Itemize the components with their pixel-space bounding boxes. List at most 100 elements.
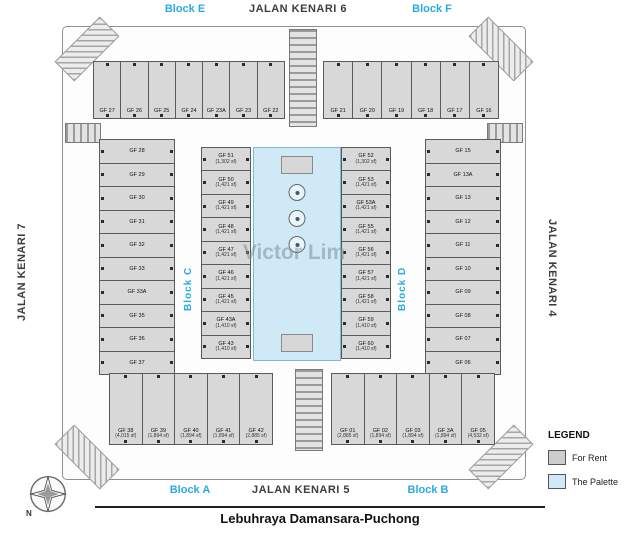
unit-label: GF 30 — [129, 195, 145, 202]
unit: GF 21 — [323, 61, 354, 119]
road-label-jalan-kenari-7: JALAN KENARI 7 — [16, 222, 28, 322]
unit-size: (4,015 sf) — [115, 433, 137, 440]
unit-label: GF 36 — [129, 336, 145, 343]
unit: GF 09 — [425, 281, 501, 305]
unit: GF 12 — [425, 210, 501, 234]
unit: GF 45 (1,421 sf) — [201, 288, 251, 313]
watermark: Victor Lim — [242, 241, 346, 264]
unit-size: (1,894 sf) — [369, 433, 391, 440]
unit-label: GF 03 — [405, 427, 421, 434]
unit-label: GF 38 — [118, 427, 134, 434]
unit-size: (1,894 sf) — [147, 433, 169, 440]
courtyard-structure — [281, 156, 313, 174]
unit-label: GF 12 — [455, 218, 471, 225]
unit: GF 23 — [230, 61, 258, 119]
unit: GF 15 — [425, 139, 501, 164]
unit-label: GF 56 — [358, 246, 374, 253]
legend-item-for-rent: For Rent — [548, 450, 638, 465]
block-a-label: Block A — [169, 484, 211, 496]
unit-label: GF 58 — [358, 293, 374, 300]
unit-size: (1,421 sf) — [355, 205, 377, 212]
unit-label: GF 55 — [358, 223, 374, 230]
unit: GF 37 — [99, 351, 175, 375]
unit-size: (1,421 sf) — [215, 252, 237, 259]
unit-label: GF 16 — [476, 107, 492, 114]
unit: GF 53 (1,421 sf) — [341, 171, 391, 195]
unit: GF 13A — [425, 163, 501, 187]
unit-label: GF 52 — [358, 153, 374, 160]
unit: GF 50 (1,421 sf) — [201, 171, 251, 195]
unit-label: GF 43 — [218, 340, 234, 347]
courtyard-structure — [281, 334, 313, 352]
block-f-units: GF 21 GF 20 GF 19 GF 18 GF 17 — [323, 61, 500, 119]
unit-label: GF 10 — [455, 265, 471, 272]
unit: GF 02 (1,894 sf) — [364, 373, 398, 445]
unit-label: GF 13A — [453, 171, 473, 178]
unit-label: GF 29 — [129, 171, 145, 178]
unit-label: GF 53A — [356, 200, 376, 207]
unit-label: GF 27 — [99, 107, 115, 114]
unit-size: (1,894 sf) — [435, 433, 457, 440]
unit: GF 19 — [382, 61, 412, 119]
unit: GF 51 (1,302 sf) — [201, 147, 251, 172]
block-c-units: GF 51 (1,302 sf) GF 50 (1,421 sf) GF 49 … — [201, 147, 251, 359]
unit: GF 32 — [99, 234, 175, 258]
unit-label: GF 24 — [181, 107, 197, 114]
unit: GF 33A — [99, 281, 175, 305]
road-entry-east — [487, 123, 523, 143]
block-a-units: GF 38 (4,015 sf) GF 39 (1,894 sf) GF 40 … — [109, 373, 273, 445]
unit-label: GF 13 — [455, 195, 471, 202]
unit: GF 08 — [425, 304, 501, 328]
unit: GF 16 — [469, 61, 500, 119]
unit: GF 36 — [99, 328, 175, 352]
unit-label: GF 33 — [129, 265, 145, 272]
unit-label: GF 45 — [218, 293, 234, 300]
unit: GF 17 — [440, 61, 470, 119]
unit-label: GF 08 — [455, 312, 471, 319]
unit: GF 24 — [175, 61, 204, 119]
block-d-units: GF 52 (1,302 sf) GF 53 (1,421 sf) GF 53A… — [341, 147, 391, 359]
highway-divider-line — [95, 506, 545, 508]
north-compass-icon: N — [26, 474, 68, 518]
block-b-units: GF 01 (2,885 sf) GF 02 (1,894 sf) GF 03 … — [331, 373, 495, 445]
unit: GF 55 (1,421 sf) — [341, 218, 391, 242]
unit-size: (1,421 sf) — [215, 181, 237, 188]
unit: GF 20 — [353, 61, 383, 119]
unit-label: GF 42 — [248, 427, 264, 434]
unit: GF 11 — [425, 234, 501, 258]
unit: GF 60 (1,410 sf) — [341, 335, 391, 359]
block-f-label: Block F — [412, 3, 452, 15]
unit-label: GF 50 — [218, 176, 234, 183]
unit-size: (2,885 sf) — [337, 433, 359, 440]
unit: GF 41 (1,894 sf) — [207, 373, 241, 445]
block-e-label: Block E — [164, 3, 206, 15]
unit-size: (1,421 sf) — [215, 275, 237, 282]
unit-label: GF 09 — [455, 289, 471, 296]
unit-size: (1,302 sf) — [215, 158, 237, 165]
unit-size: (1,410 sf) — [355, 322, 377, 329]
unit-label: GF 23A — [206, 107, 226, 114]
unit: GF 33 — [99, 257, 175, 281]
unit: GF 29 — [99, 163, 175, 187]
unit: GF 07 — [425, 328, 501, 352]
unit-size: (4,532 sf) — [467, 433, 489, 440]
legend-title: LEGEND — [548, 430, 590, 441]
unit: GF 52 (1,302 sf) — [341, 147, 391, 172]
unit: GF 56 (1,421 sf) — [341, 241, 391, 266]
unit-size: (1,421 sf) — [355, 275, 377, 282]
block-d-label: Block D — [397, 266, 408, 311]
unit: GF 42 (2,885 sf) — [240, 373, 273, 445]
legend-item-palette: The Palette — [548, 474, 638, 489]
unit: GF 53A (1,421 sf) — [341, 194, 391, 219]
unit-label: GF 25 — [154, 107, 170, 114]
unit: GF 40 (1,894 sf) — [175, 373, 208, 445]
unit-label: GF 60 — [358, 340, 374, 347]
unit: GF 49 (1,421 sf) — [201, 194, 251, 219]
unit-label: GF 02 — [372, 427, 389, 434]
unit-label: GF 33A — [127, 289, 147, 296]
unit-size: (2,885 sf) — [245, 433, 267, 440]
road-entry-north — [289, 29, 317, 127]
unit-label: GF 3A — [437, 427, 454, 434]
unit-label: GF 01 — [340, 427, 356, 434]
unit-size: (1,302 sf) — [355, 158, 377, 165]
